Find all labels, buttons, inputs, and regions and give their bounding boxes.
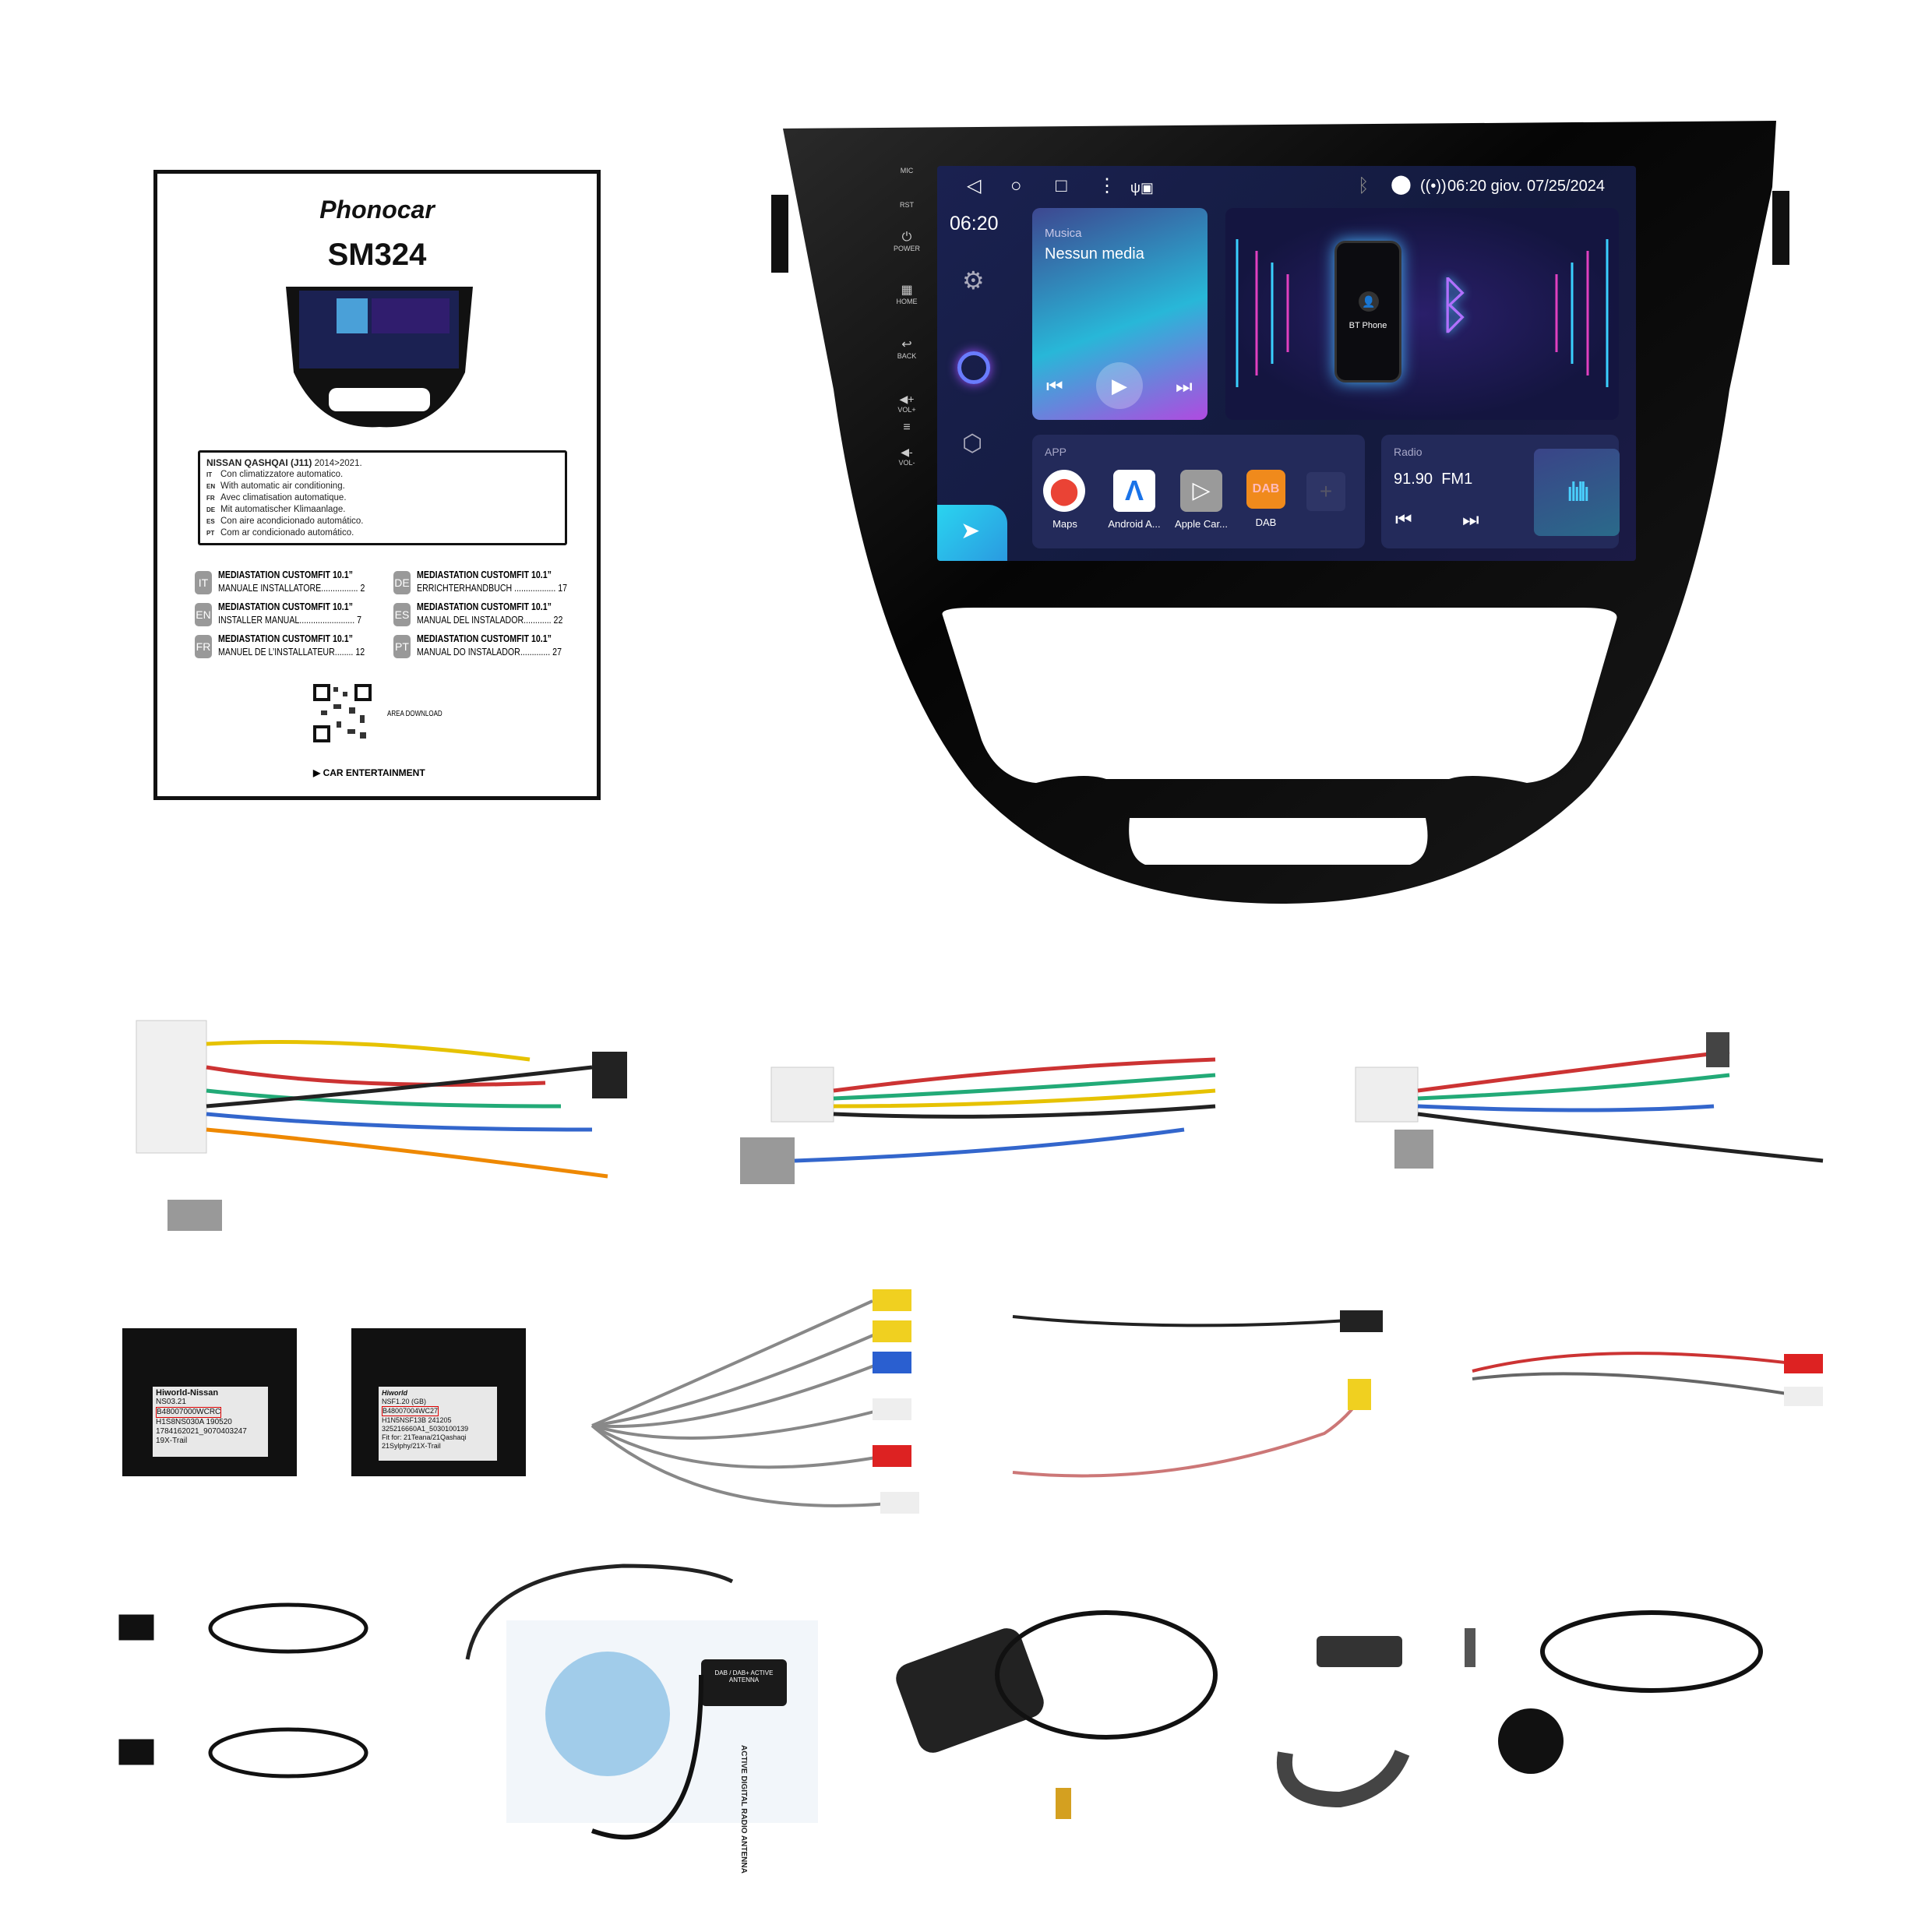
infotainment-screen: ◁ ○ □ ⋮ ψ▣ ᛒ ⬤ ((•)) 06:20 giov. 07/25/2… — [937, 166, 1636, 561]
app-maps[interactable]: ⬤Maps — [1043, 470, 1087, 530]
usb-icon: ψ▣ — [1130, 180, 1154, 196]
rca-cable-bundle — [591, 1289, 919, 1514]
dab-package-label: ACTIVE DIGITAL RADIO ANTENNA — [739, 1745, 748, 1874]
phone-graphic: 👤 BT Phone — [1334, 241, 1401, 383]
bt-phone-card[interactable]: 👤 BT Phone ᛒ — [1225, 208, 1619, 420]
wiring-harness-3 — [1355, 1032, 1824, 1169]
previous-track-icon[interactable]: ⏮ — [1046, 376, 1063, 397]
radio-label: Radio — [1394, 446, 1423, 458]
installer-manual-cover: Phonocar SM324 NISSAN QASHQAI (J11) 2014… — [153, 170, 601, 800]
power-button[interactable]: ⏻POWER — [891, 231, 922, 252]
music-label: Musica — [1045, 227, 1082, 240]
hotspot-icon: ((•)) — [1420, 178, 1447, 195]
download-label: AREA DOWNLOAD — [387, 710, 442, 718]
can-bus-module-1 — [122, 1328, 297, 1476]
music-card[interactable]: Musica Nessun media ⏮ ▶ ⏭ — [1032, 208, 1208, 420]
back-arrow-icon: ↩ — [901, 338, 912, 351]
settings-gear-icon[interactable]: ⚙ — [962, 266, 985, 294]
mic-label: MIC — [900, 167, 914, 175]
power-icon: ⏻ — [901, 231, 912, 244]
google-maps-icon: ⬤ — [1043, 470, 1085, 512]
play-button[interactable]: ▶ — [1096, 362, 1143, 409]
navigation-tile[interactable]: ➤ — [937, 505, 1007, 561]
volume-bar-icon: ≡ — [903, 421, 911, 434]
menu-dots-icon[interactable]: ⋮ — [1098, 175, 1116, 196]
apps-label: APP — [1045, 446, 1067, 458]
voice-assistant-icon[interactable] — [957, 351, 990, 384]
radio-next-icon[interactable]: ⏭ — [1462, 509, 1479, 531]
carplay-icon: ▷ — [1180, 470, 1222, 512]
accessories-photo — [118, 1020, 1824, 1840]
location-icon: ⬤ — [1391, 174, 1412, 195]
nav-recents-icon[interactable]: □ — [1056, 175, 1067, 196]
audio-waveform-icon: ılıllı — [1534, 449, 1620, 536]
bt-phone-label: BT Phone — [1349, 321, 1387, 330]
radio-frequency: 91.90 FM1 — [1394, 471, 1473, 488]
next-track-icon[interactable]: ⏭ — [1176, 376, 1193, 397]
nav-back-icon[interactable]: ◁ — [967, 175, 982, 196]
clock: 06:20 — [950, 213, 999, 234]
nav-home-icon[interactable]: ○ — [1010, 175, 1022, 196]
bluetooth-logo-icon: ᛒ — [1436, 270, 1473, 340]
qr-code — [313, 684, 372, 742]
extension-cables — [1012, 1310, 1823, 1478]
model-number: SM324 — [327, 238, 427, 272]
wiring-harness-2 — [740, 1057, 1216, 1184]
radio-card[interactable]: Radio 91.90 FM1 ⏮ ⏭ ılıllı — [1381, 435, 1620, 548]
bluetooth-status-icon: ᛒ — [1358, 175, 1370, 196]
footer-label: ▶ CAR ENTERTAINMENT — [313, 767, 425, 778]
dab-box-label: DAB / DAB+ ACTIVE ANTENNA — [714, 1669, 774, 1683]
back-button[interactable]: ↩BACK — [891, 337, 922, 360]
grid-icon: ▦ — [901, 284, 913, 297]
reset-button[interactable]: RST — [900, 201, 914, 209]
contact-icon: 👤 — [1359, 291, 1379, 312]
home-button[interactable]: ▦HOME — [891, 282, 922, 305]
status-datetime: 06:20 giov. 07/25/2024 — [1447, 178, 1606, 195]
volume-up-button[interactable]: ◀+VOL+ — [891, 393, 922, 414]
can-bus-module-2 — [351, 1328, 526, 1476]
radio-previous-icon[interactable]: ⏮ — [1395, 509, 1412, 531]
speaker-plus-icon: ◀+ — [899, 393, 915, 405]
speaker-minus-icon: ◀- — [901, 446, 913, 458]
cube-icon[interactable]: ⬡ — [962, 431, 983, 457]
volume-down-button[interactable]: ◀-VOL- — [891, 446, 922, 467]
dab-antenna-kit — [465, 1564, 818, 1840]
wiring-harness-1 — [136, 1020, 627, 1231]
music-status: Nessun media — [1045, 245, 1144, 263]
play-triangle-icon: ▶ — [313, 767, 323, 778]
dab-icon: DAB — [1246, 470, 1285, 509]
gps-antenna — [896, 1610, 1218, 1819]
microphone-and-clips — [1276, 1610, 1763, 1808]
head-unit-thumbnail — [286, 287, 473, 428]
app-apple-carplay[interactable]: ▷Apple Car... — [1174, 470, 1229, 530]
neon-corridor-graphic — [1236, 239, 1609, 387]
navigation-arrow-icon: ➤ — [961, 518, 981, 544]
phonocar-logo: Phonocar — [319, 196, 435, 224]
usb-cables — [118, 1602, 368, 1779]
android-auto-icon: Λ — [1113, 470, 1155, 512]
add-app-button[interactable]: + — [1306, 472, 1345, 511]
